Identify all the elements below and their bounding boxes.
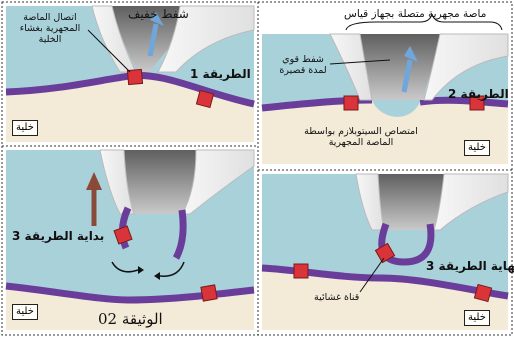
channel-label: قناة غشائية	[314, 292, 359, 303]
path1-title: الطريقة 1	[190, 68, 251, 80]
panel-path3-end	[262, 174, 508, 330]
path2-absorption-label: امتصاص السيتوبلازم بواسطة الماصة المجهري…	[286, 126, 436, 148]
document-caption: الوثيقة 02	[98, 310, 163, 328]
path2-suction-label: شفط قوي لمدة قصيرة	[274, 54, 332, 76]
path2-cell-label: خلية	[464, 140, 490, 156]
path3-start-title: بداية الطريقة 3	[12, 230, 104, 242]
path1-suction-label: شفط خفيف	[128, 8, 189, 20]
path3-start-cell-label: خلية	[12, 304, 38, 320]
path3-end-cell-label: خلية	[464, 310, 490, 326]
path1-contact-label: اتصال الماصة المجهرية بغشاء الخلية	[14, 12, 86, 45]
path3-end-title: نهاية الطريقة 3	[426, 260, 514, 272]
path2-top-label: ماصة مجهرية متصلة بجهاز قياس	[344, 8, 486, 20]
path2-title: الطريقة 2	[448, 88, 509, 100]
path1-cell-label: خلية	[12, 120, 38, 136]
